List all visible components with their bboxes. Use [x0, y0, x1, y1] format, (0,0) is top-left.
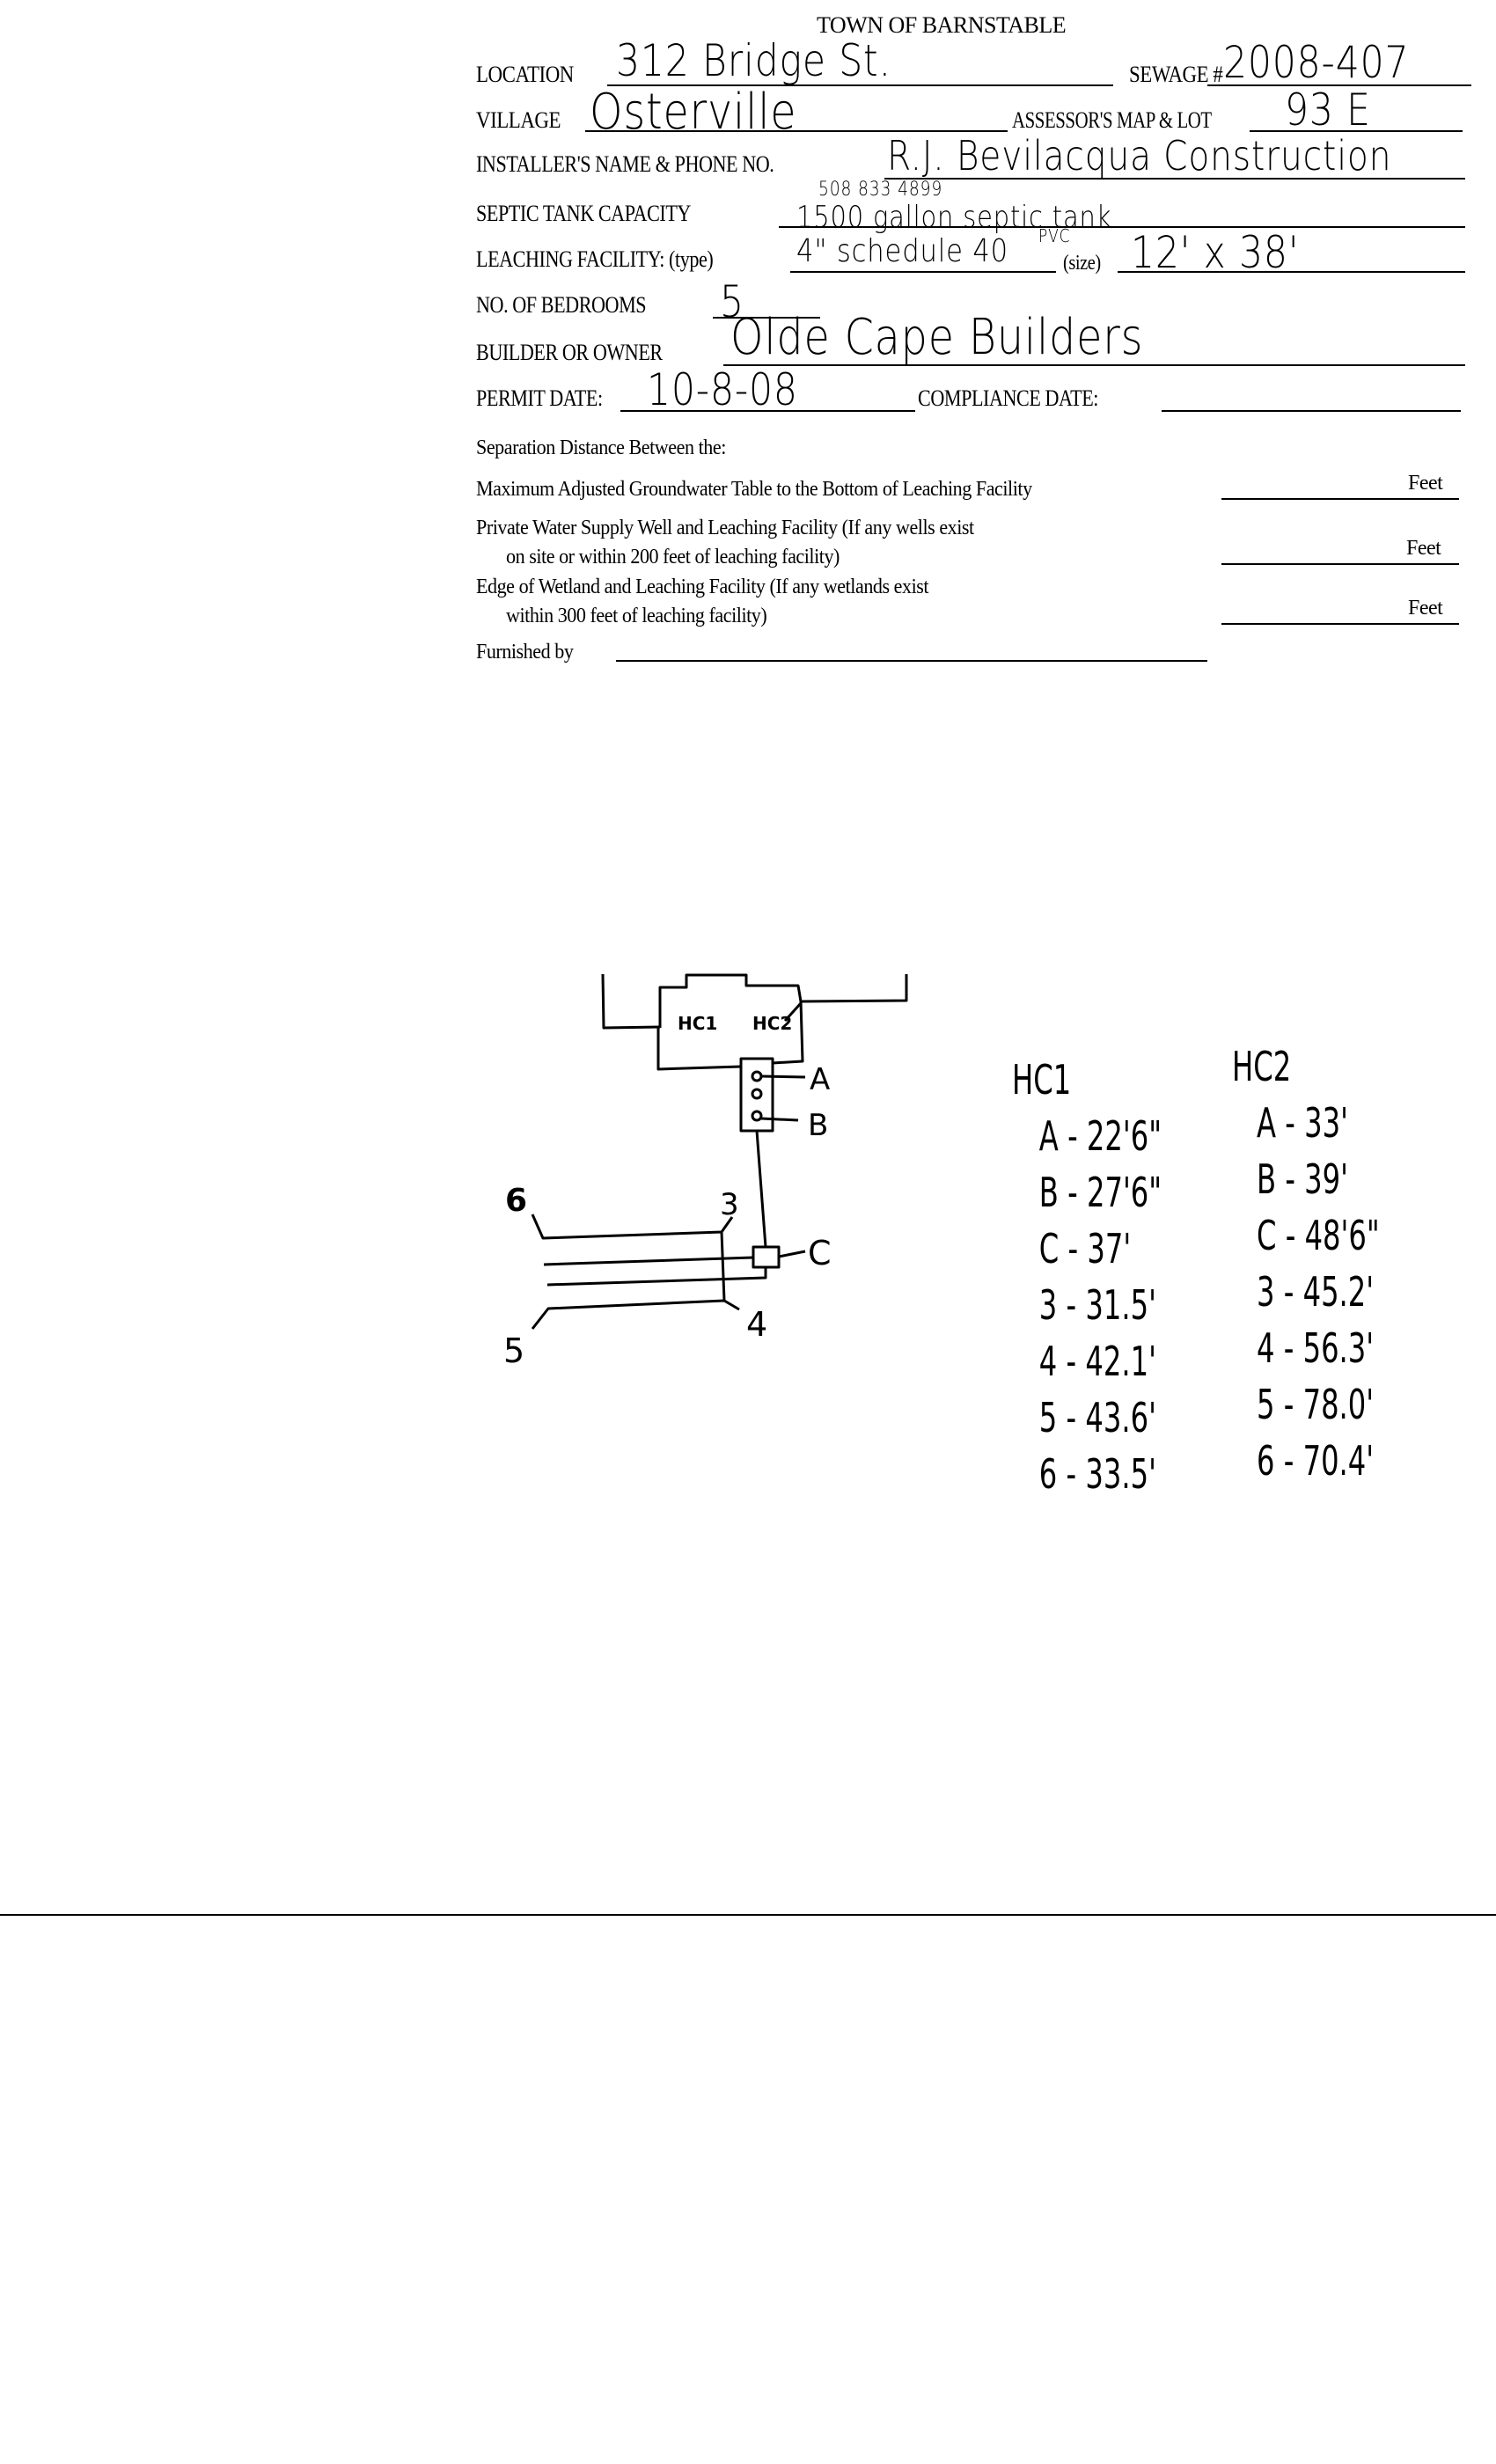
label-b: B	[808, 1108, 828, 1143]
bedrooms-value: 5	[720, 276, 744, 327]
sep-row-3-text: Edge of Wetland and Leaching Facility (I…	[476, 576, 929, 598]
sep-row-3-unit: Feet	[1408, 597, 1443, 620]
house-bottom	[656, 1027, 742, 1071]
tie-row: 6 - 70.4'	[1257, 1437, 1375, 1485]
installer-phone: 508 833 4899	[818, 179, 943, 201]
house-outline	[658, 973, 804, 1065]
size-value: 12' x 38'	[1131, 227, 1300, 278]
label-6: 6	[505, 1183, 527, 1219]
village-value: Osterville	[590, 84, 797, 141]
tank-port-middle	[751, 1088, 763, 1100]
leaching-type-note: PVC	[1038, 225, 1071, 246]
location-label: LOCATION	[476, 62, 574, 87]
septic-label: SEPTIC TANK CAPACITY	[476, 201, 691, 226]
hc2-pipe	[783, 1001, 803, 1023]
map-lot-value: 93 E	[1285, 84, 1371, 136]
bedrooms-label: NO. OF BEDROOMS	[476, 292, 647, 318]
size-line	[1118, 271, 1465, 273]
permit-line	[620, 410, 915, 412]
sep-row-2-unit: Feet	[1406, 537, 1441, 560]
tie-row: C - 37'	[1038, 1225, 1132, 1272]
leaching-type-value: 4" schedule 40	[796, 233, 1008, 269]
sep-row-2-text-2: on site or within 200 feet of leaching f…	[506, 546, 840, 568]
installer-value: R.J. Bevilacqua Construction	[887, 132, 1392, 180]
furnished-label: Furnished by	[476, 641, 574, 664]
septic-line	[779, 226, 1465, 228]
tie-row: A - 33'	[1257, 1099, 1348, 1147]
location-value: 312 Bridge St.	[616, 35, 891, 86]
permit-label: PERMIT DATE:	[476, 385, 603, 411]
tie-row: B - 39'	[1257, 1155, 1349, 1203]
map-lot-label: ASSESSOR'S MAP & LOT	[1012, 107, 1212, 133]
label-a: A	[810, 1062, 830, 1097]
leach-line-1	[531, 1214, 734, 1240]
label-3: 3	[720, 1187, 739, 1222]
tie-row: 3 - 31.5'	[1038, 1281, 1156, 1329]
right-wall	[800, 974, 908, 1003]
leach-line-3	[546, 1267, 767, 1287]
hc1-label: HC1	[678, 1013, 717, 1034]
tie-row: 5 - 78.0'	[1257, 1381, 1375, 1428]
tie-row: B - 27'6"	[1038, 1169, 1162, 1216]
sep-row-1-unit: Feet	[1408, 472, 1443, 495]
sewage-label: SEWAGE #	[1129, 62, 1223, 87]
hc2-label: HC2	[752, 1013, 792, 1034]
village-line	[585, 130, 1008, 132]
ties-hc1-column: HC1 A - 22'6" B - 27'6" C - 37' 3 - 31.5…	[1012, 1052, 1162, 1502]
label-c: C	[808, 1234, 832, 1272]
septic-value: 1500 gallon septic tank	[796, 200, 1112, 235]
sep-row-1-text: Maximum Adjusted Groundwater Table to th…	[476, 478, 1032, 501]
village-label: VILLAGE	[476, 107, 561, 133]
left-wall	[601, 973, 661, 1030]
label-5: 5	[503, 1331, 524, 1370]
distribution-box	[752, 1245, 781, 1269]
ties-hc2-header: HC2	[1232, 1043, 1292, 1090]
permit-value: 10-8-08	[647, 364, 798, 415]
form-title: TOWN OF BARNSTABLE	[817, 12, 1067, 38]
leach-header	[720, 1231, 726, 1302]
tie-row: 4 - 42.1'	[1038, 1338, 1156, 1385]
ties-hc2-column: HC2 A - 33' B - 39' C - 48'6" 3 - 45.2' …	[1232, 1038, 1380, 1489]
sewage-line	[1207, 84, 1471, 86]
tie-row: A - 22'6"	[1038, 1112, 1162, 1160]
map-lot-line	[1250, 130, 1463, 132]
tie-row: 4 - 56.3'	[1257, 1324, 1375, 1372]
builder-line	[723, 364, 1465, 366]
tie-row: 3 - 45.2'	[1257, 1268, 1375, 1316]
pipe-to-dbox	[755, 1130, 767, 1248]
separation-heading: Separation Distance Between the:	[476, 436, 726, 459]
ties-hc1-header: HC1	[1012, 1056, 1072, 1104]
tank-port-a	[751, 1070, 763, 1082]
compliance-label: COMPLIANCE DATE:	[918, 385, 1098, 411]
sep-row-1-line[interactable]	[1221, 498, 1459, 500]
tank-port-b	[751, 1110, 763, 1122]
leach-line-4	[531, 1299, 740, 1330]
leaching-type-line	[790, 271, 1056, 273]
installer-label: INSTALLER'S NAME & PHONE NO.	[476, 151, 774, 177]
leach-line-2	[543, 1256, 754, 1266]
builder-value: Olde Cape Builders	[730, 309, 1144, 366]
bedrooms-line	[713, 317, 820, 319]
size-label: (size)	[1063, 252, 1101, 275]
tie-row: 6 - 33.5'	[1038, 1450, 1156, 1498]
installer-line	[884, 178, 1465, 180]
builder-label: BUILDER OR OWNER	[476, 340, 663, 365]
sep-row-3-line[interactable]	[1221, 623, 1459, 625]
tie-row: C - 48'6"	[1257, 1212, 1380, 1259]
sewage-value: 2008-407	[1223, 37, 1410, 88]
compliance-line[interactable]	[1162, 410, 1461, 412]
location-line	[607, 84, 1113, 86]
tie-row: 5 - 43.6'	[1038, 1394, 1156, 1441]
label-4: 4	[746, 1305, 767, 1344]
sep-row-2-line[interactable]	[1221, 563, 1459, 565]
furnished-line[interactable]	[616, 660, 1207, 662]
leaching-label: LEACHING FACILITY: (type)	[476, 246, 714, 272]
sep-row-2-text: Private Water Supply Well and Leaching F…	[476, 517, 974, 539]
sep-row-3-text-2: within 300 feet of leaching facility)	[506, 605, 767, 627]
